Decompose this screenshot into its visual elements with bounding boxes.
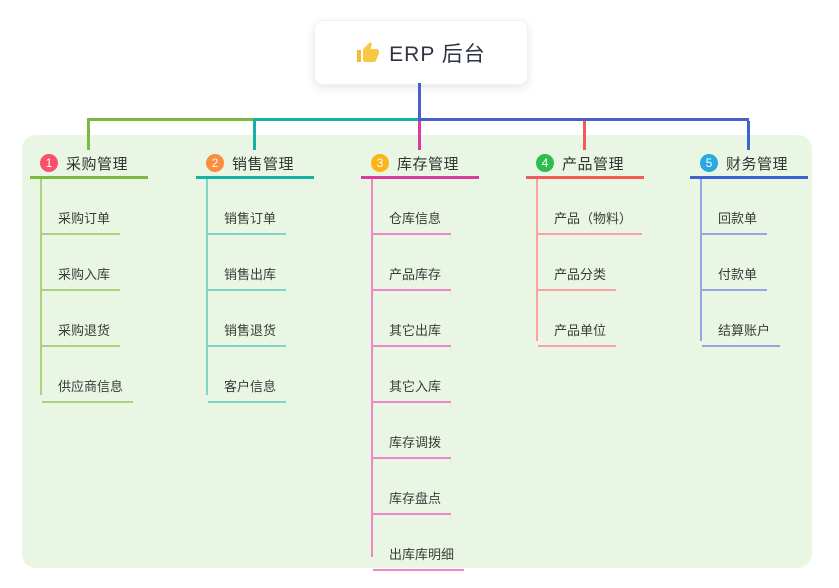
child-node-label: 采购入库 <box>58 267 111 282</box>
branch-node-2[interactable]: 2 销售管理 <box>196 150 314 179</box>
connector-drop-branch-2 <box>253 121 256 150</box>
root-node-erp[interactable]: ERP 后台 <box>314 20 528 85</box>
root-node-title: ERP 后台 <box>389 42 486 66</box>
branch-children-5: 回款单付款单结算账户 <box>700 179 781 347</box>
child-node-label: 回款单 <box>718 211 758 226</box>
child-node[interactable]: 采购订单 <box>42 179 121 235</box>
child-node[interactable]: 其它入库 <box>373 347 452 403</box>
branch-number-badge: 1 <box>40 154 58 172</box>
child-node[interactable]: 其它出库 <box>373 291 452 347</box>
child-node-label: 产品分类 <box>554 267 607 282</box>
child-node[interactable]: 销售订单 <box>208 179 287 235</box>
child-node-label: 仓库信息 <box>389 211 442 226</box>
child-node-label: 产品单位 <box>554 323 607 338</box>
branch-node-5[interactable]: 5 财务管理 <box>690 150 808 179</box>
branch-label: 采购管理 <box>66 155 129 173</box>
branch-node-1[interactable]: 1 采购管理 <box>30 150 148 179</box>
child-node-label: 采购订单 <box>58 211 111 226</box>
branch-number-badge: 3 <box>371 154 389 172</box>
child-node[interactable]: 仓库信息 <box>373 179 452 235</box>
child-node[interactable]: 库存盘点 <box>373 459 452 515</box>
child-node-label: 其它出库 <box>389 323 442 338</box>
connector-drop-branch-4 <box>583 121 586 150</box>
branch-children-2: 销售订单销售出库销售退货客户信息 <box>206 179 287 403</box>
child-node-label: 销售出库 <box>224 267 277 282</box>
connector-root-vertical <box>418 83 421 118</box>
branch-number-badge: 5 <box>700 154 718 172</box>
child-node[interactable]: 供应商信息 <box>42 347 134 403</box>
branch-label: 产品管理 <box>562 155 625 173</box>
child-node-label: 产品（物料） <box>554 211 633 226</box>
connector-bus-segment-2 <box>253 118 420 121</box>
connector-drop-branch-3 <box>418 121 421 150</box>
child-node-label: 库存盘点 <box>389 491 442 506</box>
connector-drop-branch-5 <box>747 121 750 150</box>
child-node[interactable]: 采购退货 <box>42 291 121 347</box>
branch-children-3: 仓库信息产品库存其它出库其它入库库存调拨库存盘点出库库明细 <box>371 179 465 571</box>
branch-children-1: 采购订单采购入库采购退货供应商信息 <box>40 179 134 403</box>
child-node[interactable]: 采购入库 <box>42 235 121 291</box>
connector-bus-segment-1 <box>87 118 255 121</box>
child-node[interactable]: 产品分类 <box>538 235 617 291</box>
child-node-label: 付款单 <box>718 267 758 282</box>
branch-children-4: 产品（物料） 产品分类产品单位 <box>536 179 643 347</box>
branch-label: 销售管理 <box>232 155 295 173</box>
child-node[interactable]: 库存调拨 <box>373 403 452 459</box>
child-node[interactable]: 产品（物料） <box>538 179 643 235</box>
branch-node-4[interactable]: 4 产品管理 <box>526 150 644 179</box>
child-node[interactable]: 付款单 <box>702 235 768 291</box>
connector-bus-segment-3 <box>418 118 749 121</box>
connector-drop-branch-1 <box>87 121 90 150</box>
child-node-label: 销售订单 <box>224 211 277 226</box>
child-node[interactable]: 结算账户 <box>702 291 781 347</box>
child-node[interactable]: 客户信息 <box>208 347 287 403</box>
child-node-label: 产品库存 <box>389 267 442 282</box>
child-node-label: 供应商信息 <box>58 379 124 394</box>
branch-label: 库存管理 <box>397 155 460 173</box>
branches-background-panel <box>22 135 812 568</box>
child-node[interactable]: 产品库存 <box>373 235 452 291</box>
child-node-label: 其它入库 <box>389 379 442 394</box>
branch-number-badge: 4 <box>536 154 554 172</box>
child-node-label: 出库库明细 <box>389 547 455 562</box>
child-node[interactable]: 出库库明细 <box>373 515 465 571</box>
thumbs-up-icon <box>356 41 380 65</box>
branch-number-badge: 2 <box>206 154 224 172</box>
child-node-label: 结算账户 <box>718 323 771 338</box>
child-node-label: 销售退货 <box>224 323 277 338</box>
child-node[interactable]: 产品单位 <box>538 291 617 347</box>
child-node[interactable]: 销售退货 <box>208 291 287 347</box>
child-node-label: 客户信息 <box>224 379 277 394</box>
child-node-label: 库存调拨 <box>389 435 442 450</box>
branch-node-3[interactable]: 3 库存管理 <box>361 150 479 179</box>
child-node-label: 采购退货 <box>58 323 111 338</box>
branch-label: 财务管理 <box>726 155 789 173</box>
child-node[interactable]: 销售出库 <box>208 235 287 291</box>
child-node[interactable]: 回款单 <box>702 179 768 235</box>
